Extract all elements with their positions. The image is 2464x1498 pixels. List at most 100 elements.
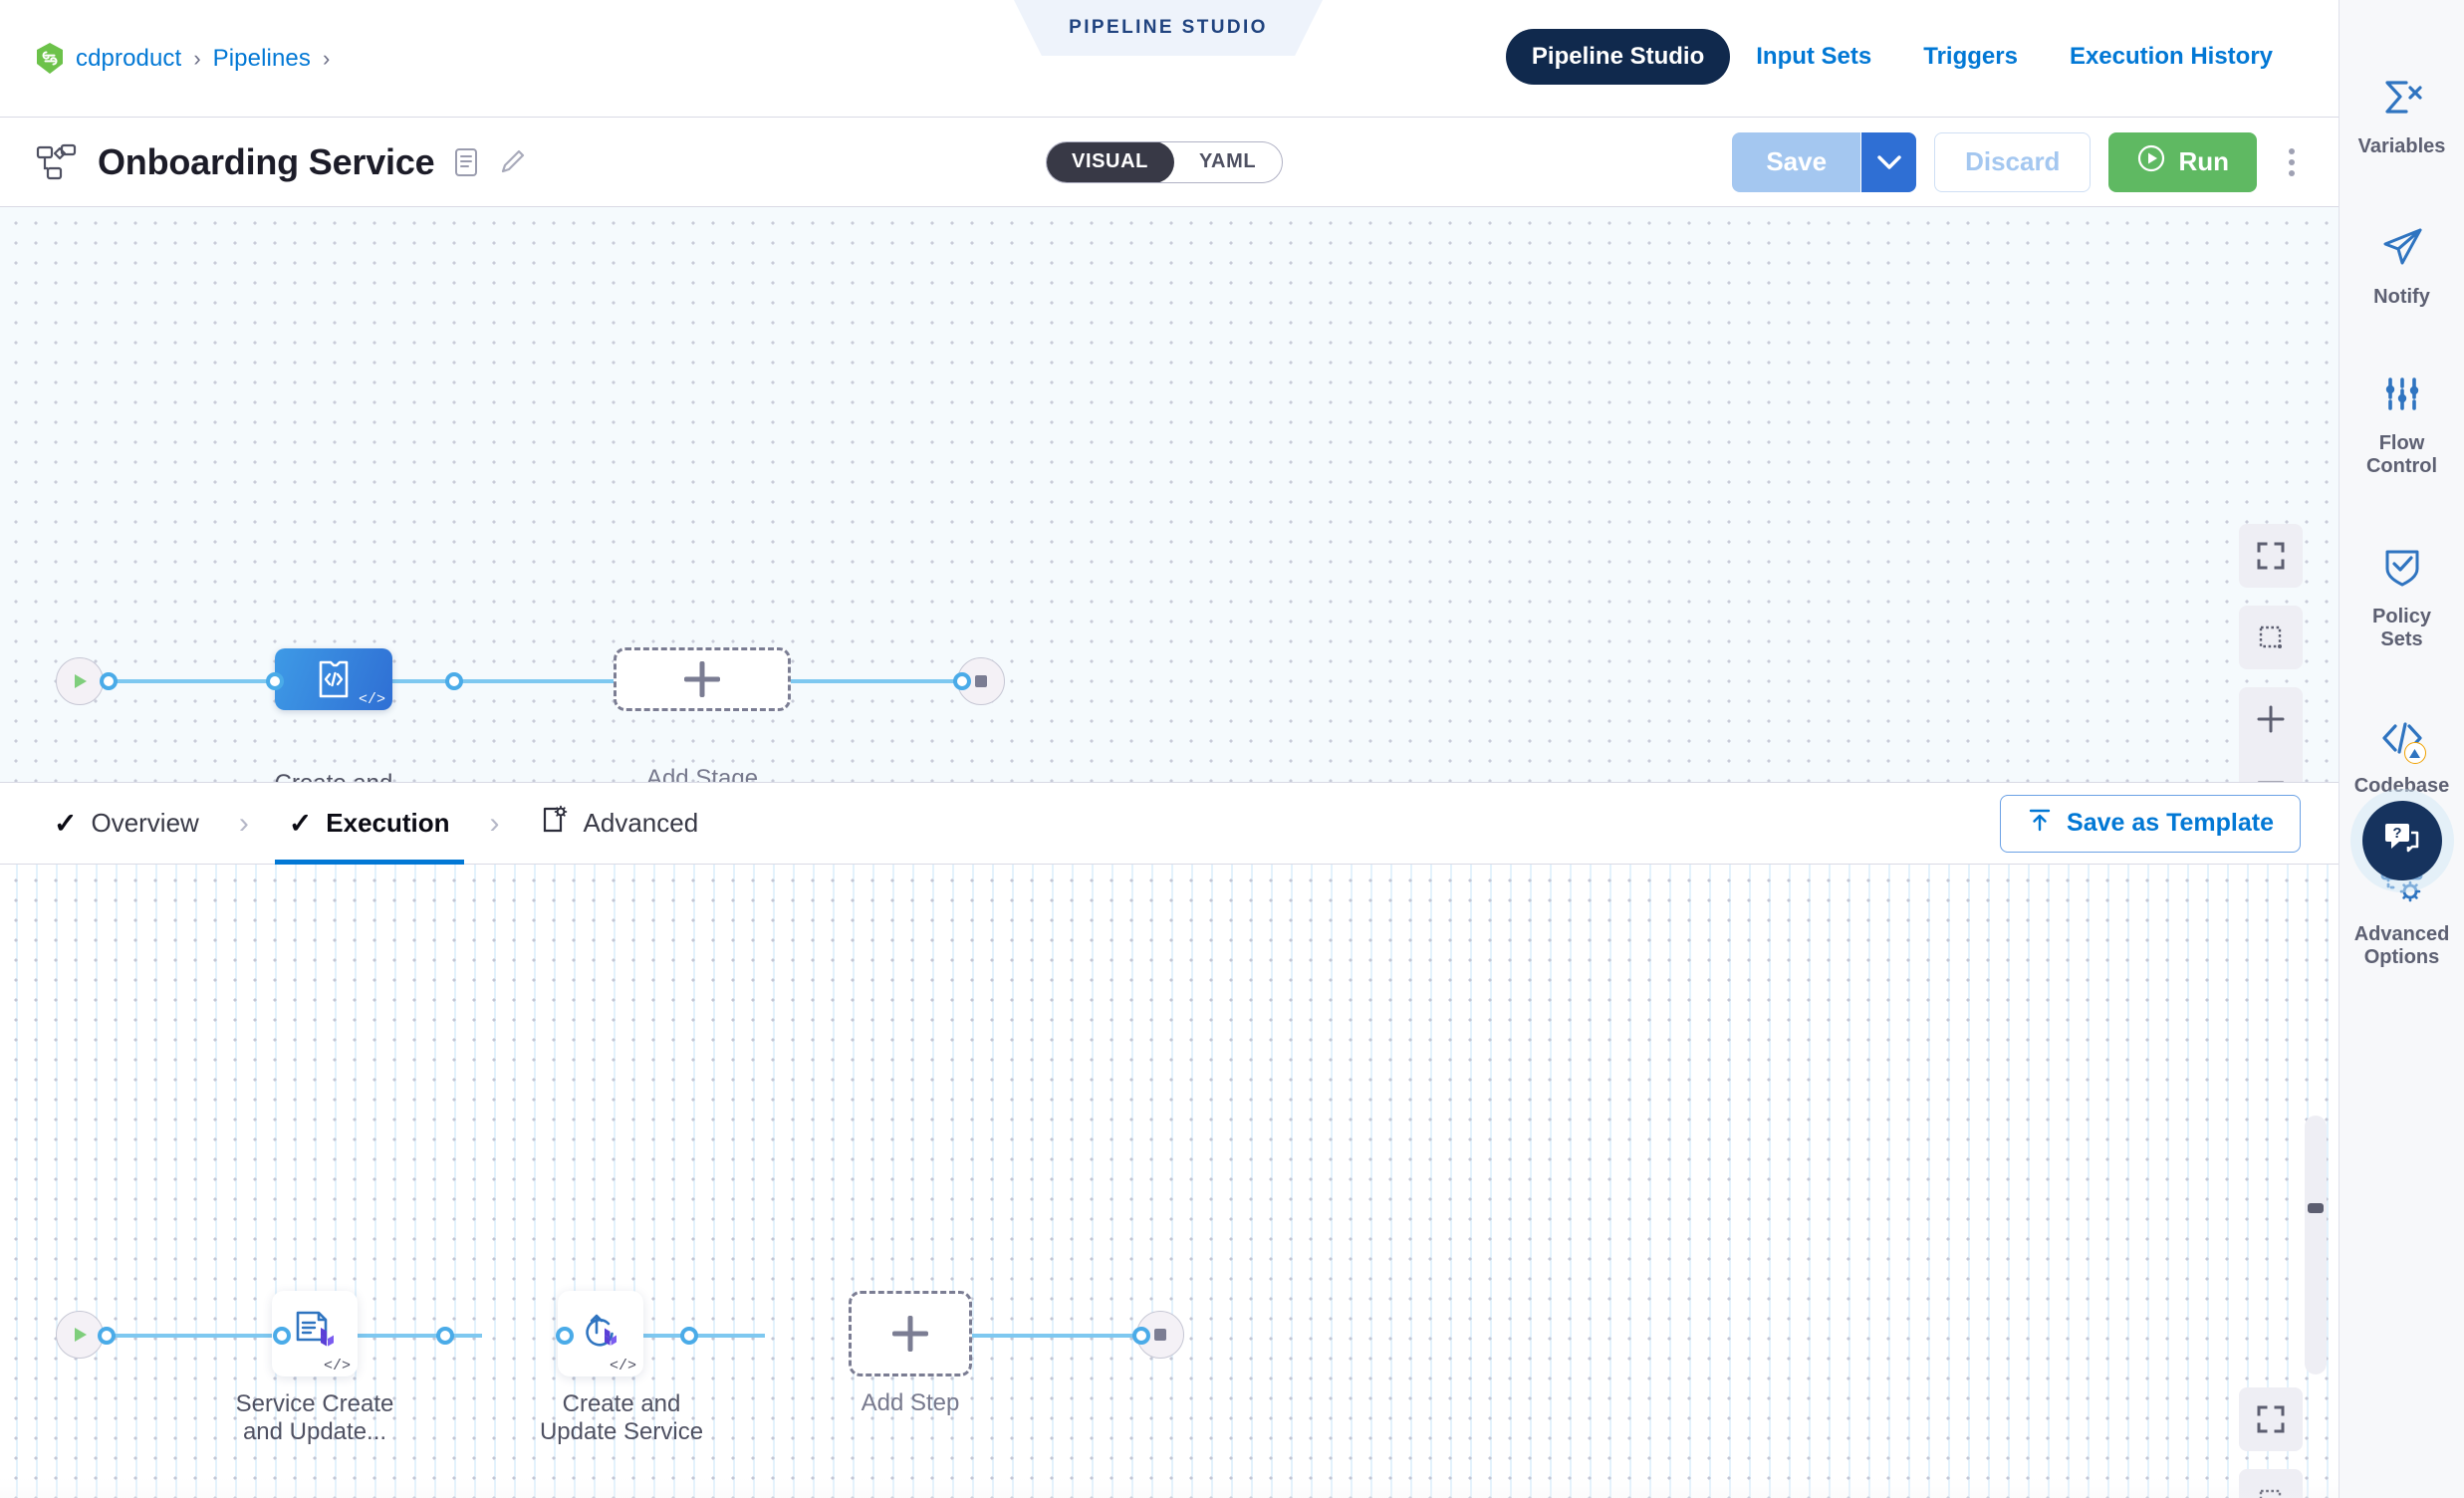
tab-overview[interactable]: ✓ Overview (40, 783, 213, 865)
sidebar-label-policy-sets: Policy Sets (2372, 606, 2431, 651)
help-chat-button[interactable]: ? (2361, 801, 2442, 880)
stage-node-create-and-update-service[interactable]: </> (275, 648, 392, 710)
topnav-input-sets[interactable]: Input Sets (1756, 43, 1872, 70)
plus-icon (890, 1314, 930, 1354)
advanced-options-line2: Options (2363, 946, 2440, 968)
topnav-triggers[interactable]: Triggers (1923, 43, 2018, 70)
save-button[interactable]: Save (1732, 131, 1861, 192)
title-actions: Save Discard Run (1732, 131, 2309, 192)
step-end-port[interactable] (1132, 1327, 1150, 1345)
stage-zoom-in-button[interactable] (2239, 687, 2303, 751)
marquee-select-icon (2259, 625, 2282, 648)
toggle-yaml[interactable]: YAML (1198, 150, 1257, 172)
save-as-template-button[interactable]: Save as Template (2000, 794, 2301, 853)
step-1-label-line2: and Update... (242, 1417, 387, 1445)
sidebar-label-advanced-options: Advanced Options (2354, 923, 2450, 969)
stage-label-line1: Create and (224, 770, 443, 782)
run-button[interactable]: Run (2108, 131, 2257, 192)
page-title: Onboarding Service (98, 140, 435, 182)
toggle-visual[interactable]: VISUAL (1047, 141, 1174, 182)
step-2-in-port[interactable] (556, 1327, 574, 1345)
step-1-in-port[interactable] (273, 1327, 291, 1345)
save-dropdown-chevron-down-icon[interactable] (1860, 131, 1917, 192)
tab-advanced[interactable]: Advanced (526, 783, 713, 865)
add-step-node[interactable] (849, 1291, 972, 1376)
add-stage-label: Add Stage (645, 765, 759, 783)
stage-canvas-controls (2239, 524, 2303, 782)
stage-node-label: Create and Update Service (224, 770, 443, 782)
custom-stage-template-icon (319, 660, 349, 698)
check-icon: ✓ (288, 807, 313, 839)
step-start-node[interactable] (56, 1311, 104, 1359)
add-stage-node[interactable] (614, 647, 791, 711)
run-button-label: Run (2178, 146, 2229, 176)
description-icon[interactable] (453, 147, 479, 177)
sidebar-item-variables[interactable]: Variables (2340, 44, 2464, 192)
execution-steps-canvas[interactable]: </> Service Create and Update... </> (0, 865, 2339, 1498)
stage-graph-canvas[interactable]: </> Create and Update Service Add Stage (0, 207, 2339, 783)
flow-control-line1: Flow (2378, 432, 2425, 454)
step-node-1-label: Service Create and Update... (205, 1390, 424, 1445)
codebase-warning-badge (2403, 742, 2426, 764)
sigma-x-variables-icon (2380, 78, 2424, 123)
stage-node-out-port[interactable] (445, 672, 463, 690)
sidebar-label-notify: Notify (2373, 286, 2430, 308)
marquee-select-icon (2259, 1489, 2282, 1498)
tab-overview-label: Overview (91, 808, 199, 838)
stage-end-port[interactable] (953, 672, 971, 690)
stage-zoom-to-selection-button[interactable] (2239, 606, 2303, 669)
play-circle-icon (2136, 143, 2166, 180)
discard-button[interactable]: Discard (1934, 131, 2092, 192)
stage-zoom-out-button[interactable] (2239, 751, 2303, 782)
pipeline-icon (36, 143, 78, 181)
ribbon-label: PIPELINE STUDIO (1069, 17, 1268, 38)
stage-fit-to-screen-button[interactable] (2239, 524, 2303, 588)
breadcrumb-separator: › (193, 45, 201, 71)
breadcrumb-link-cdproduct[interactable]: cdproduct (76, 44, 182, 72)
play-icon (75, 1328, 87, 1342)
step-2-out-port[interactable] (680, 1327, 698, 1345)
step-fit-to-screen-button[interactable] (2239, 1387, 2303, 1451)
step-1-label-line1: Service Create (235, 1390, 394, 1417)
advanced-page-gear-icon (540, 805, 570, 842)
advanced-options-line1: Advanced (2353, 923, 2450, 945)
stage-node-in-port[interactable] (266, 672, 284, 690)
sliders-icon (2382, 376, 2422, 419)
tab-execution-label: Execution (326, 808, 450, 838)
stage-start-node[interactable] (56, 657, 104, 705)
step-node-2-label: Create and Update Service (512, 1390, 731, 1445)
sidebar-item-codebase[interactable]: Codebase (2340, 685, 2464, 832)
step-2-label-line2: Update Service (539, 1417, 704, 1445)
stage-zoom-controls (2239, 687, 2303, 782)
step-edge-1 (283, 1334, 482, 1338)
topnav-pipeline-studio[interactable]: Pipeline Studio (1505, 29, 1731, 85)
policy-sets-line1: Policy (2372, 606, 2431, 627)
stage-edge-start (86, 679, 285, 683)
breadcrumb-link-pipelines[interactable]: Pipelines (212, 44, 311, 72)
sidebar-item-policy-sets[interactable]: Policy Sets (2340, 512, 2464, 685)
page-vertical-scrollbar[interactable] (2305, 1116, 2327, 1374)
step-zoom-to-selection-button[interactable] (2239, 1469, 2303, 1498)
help-chat-icon: ? (2381, 820, 2423, 863)
sidebar-item-flow-control[interactable]: Flow Control (2340, 343, 2464, 512)
sidebar-item-advanced-options[interactable]: Advanced Options (2340, 832, 2464, 1003)
topnav-execution-history[interactable]: Execution History (2069, 43, 2273, 70)
sidebar-item-notify[interactable]: Notify (2340, 192, 2464, 343)
stage-config-tabs: ✓ Overview › ✓ Execution › Advanced (0, 783, 2339, 865)
minus-icon (2257, 781, 2285, 782)
tab-execution[interactable]: ✓ Execution (275, 783, 464, 865)
stage-edge-end (787, 679, 972, 683)
stage-template-badge: </> (358, 691, 385, 708)
flow-control-line2: Control (2365, 455, 2438, 477)
step-start-port[interactable] (98, 1327, 116, 1345)
pipeline-studio-ribbon: PIPELINE STUDIO (1014, 0, 1323, 56)
tab-advanced-label: Advanced (583, 808, 699, 838)
breadcrumb-separator-2: › (322, 45, 331, 71)
pencil-icon[interactable] (497, 147, 527, 177)
svg-text:?: ? (2392, 825, 2401, 842)
kebab-menu-icon[interactable] (2275, 132, 2309, 192)
stage-start-port[interactable] (100, 672, 118, 690)
step-1-out-port[interactable] (436, 1327, 454, 1345)
add-step-label: Add Step (861, 1389, 960, 1416)
